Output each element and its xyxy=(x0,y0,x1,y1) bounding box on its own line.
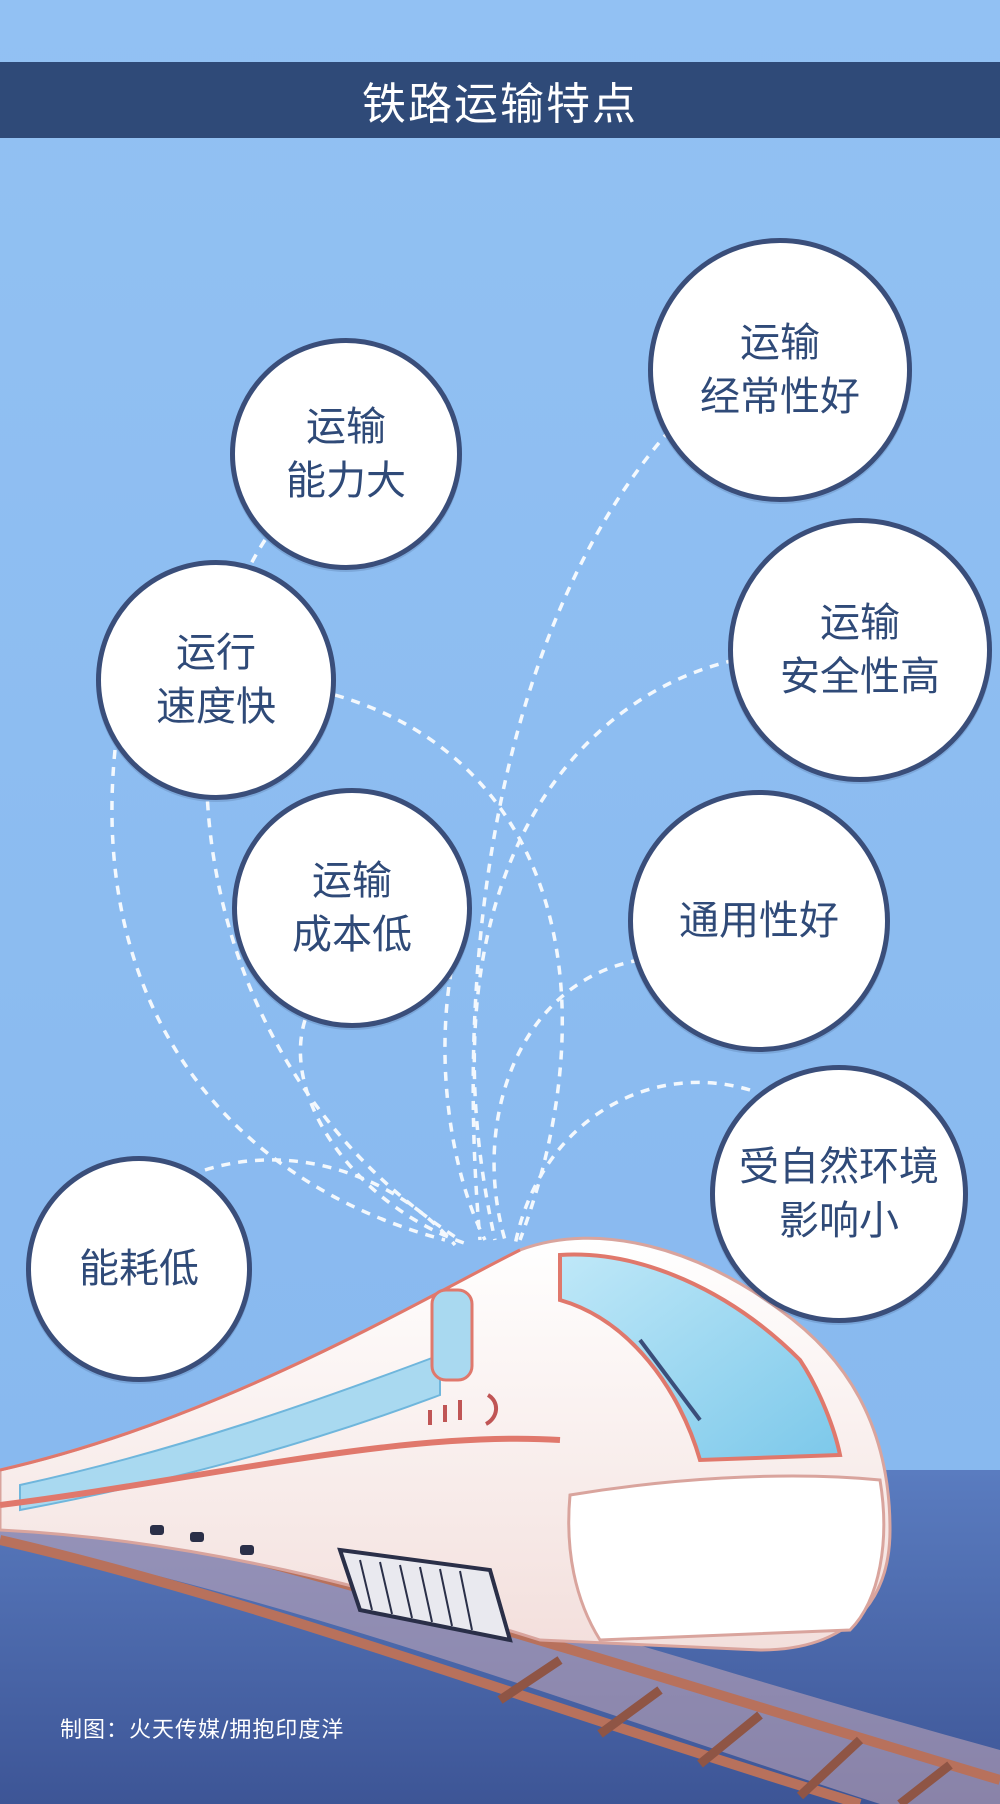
feature-label: 运输 成本低 xyxy=(292,858,412,958)
feature-label: 通用性好 xyxy=(679,898,839,944)
feature-label: 运行 速度快 xyxy=(156,630,276,730)
page-title: 铁路运输特点 xyxy=(362,79,638,130)
feature-label: 能耗低 xyxy=(79,1246,199,1292)
title-bar: 铁路运输特点 xyxy=(0,62,1000,138)
feature-label: 受自然环境 影响小 xyxy=(739,1144,939,1244)
feature-label: 运输 经常性好 xyxy=(700,320,860,420)
feature-bubble-environment: 受自然环境 影响小 xyxy=(710,1065,968,1323)
feature-bubble-versatility: 通用性好 xyxy=(628,790,890,1052)
high-speed-train xyxy=(0,1236,892,1652)
feature-bubble-cost: 运输 成本低 xyxy=(232,788,472,1028)
image-credit: 制图：火天传媒/拥抱印度洋 xyxy=(60,1718,345,1743)
feature-bubble-capacity: 运输 能力大 xyxy=(230,338,462,570)
feature-label: 运输 能力大 xyxy=(286,404,406,504)
feature-bubble-regularity: 运输 经常性好 xyxy=(648,238,912,502)
feature-bubble-safety: 运输 安全性高 xyxy=(728,518,992,782)
feature-bubble-energy: 能耗低 xyxy=(26,1156,252,1382)
feature-bubble-speed: 运行 速度快 xyxy=(96,560,336,800)
feature-label: 运输 安全性高 xyxy=(780,600,940,700)
